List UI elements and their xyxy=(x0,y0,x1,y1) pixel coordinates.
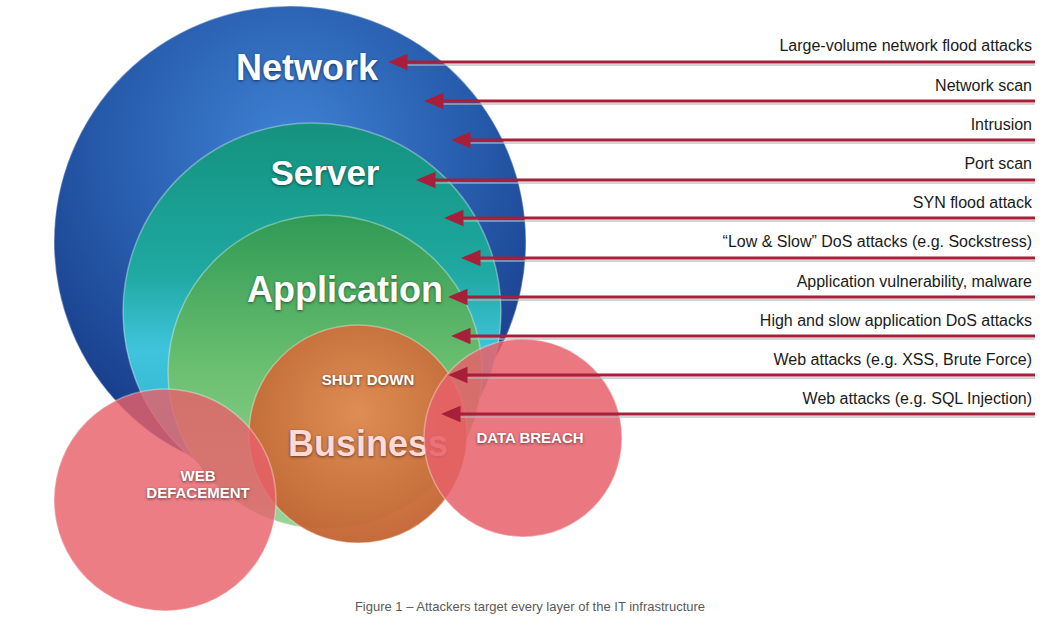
text-slot: WEB DEFACEMENT xyxy=(133,467,263,502)
leader-arrow xyxy=(458,217,1035,220)
arrow-head xyxy=(420,174,434,186)
circle-shape xyxy=(424,339,622,537)
label-slot: High and slow application DoS attacks xyxy=(760,311,1032,330)
leader-arrow xyxy=(455,413,1035,416)
attack-label: High and slow application DoS attacks xyxy=(760,311,1032,330)
leader-arrow xyxy=(402,61,1035,64)
attack-label: Web attacks (e.g. SQL Injection) xyxy=(803,389,1032,408)
label-slot: Web attacks (e.g. SQL Injection) xyxy=(803,389,1032,408)
layer-name: Application xyxy=(225,269,465,310)
arrow-head xyxy=(452,369,466,381)
caption-slot: Figure 1 – Attackers target every layer … xyxy=(0,597,1060,615)
arrow-head xyxy=(455,134,469,146)
layer-name: Network xyxy=(192,47,422,88)
text-slot: Network xyxy=(192,47,422,88)
attack-label: Network scan xyxy=(935,76,1032,95)
impact-label: SHUT DOWN xyxy=(318,371,418,388)
text-slot: SHUT DOWN xyxy=(318,371,418,388)
layer-name: Server xyxy=(220,153,430,193)
attack-label: “Low & Slow” DoS attacks (e.g. Sockstres… xyxy=(723,232,1032,251)
leader-arrow xyxy=(438,100,1035,103)
attack-label: SYN flood attack xyxy=(913,193,1032,212)
leader-arrow xyxy=(475,257,1035,260)
attack-label: Application vulnerability, malware xyxy=(797,272,1032,291)
circle-shape xyxy=(54,389,276,611)
leader-arrow xyxy=(462,296,1035,299)
impact-circle: WEB DEFACEMENT xyxy=(53,388,277,612)
impact-label: DATA BREACH xyxy=(475,429,585,446)
attack-label: Web attacks (e.g. XSS, Brute Force) xyxy=(774,350,1032,369)
impact-label: WEB DEFACEMENT xyxy=(133,467,263,502)
arrow-head xyxy=(455,330,469,342)
label-slot: “Low & Slow” DoS attacks (e.g. Sockstres… xyxy=(723,232,1032,251)
attack-label: Large-volume network flood attacks xyxy=(779,36,1032,55)
leader-arrow xyxy=(465,335,1035,338)
arrow-head xyxy=(428,95,442,107)
leader-arrow xyxy=(465,139,1035,142)
leader-shadows xyxy=(404,65,1035,417)
arrow-head xyxy=(465,252,479,264)
leader-arrow xyxy=(430,179,1035,182)
text-slot: Application xyxy=(225,269,465,310)
text-slot: Server xyxy=(220,153,430,193)
label-slot: Application vulnerability, malware xyxy=(797,272,1032,291)
arrow-head xyxy=(448,212,462,224)
leader-arrow xyxy=(462,374,1035,377)
figure-caption: Figure 1 – Attackers target every layer … xyxy=(355,599,705,614)
attack-label: Intrusion xyxy=(971,115,1032,134)
text-slot: DATA BREACH xyxy=(475,429,585,446)
arrow-head xyxy=(452,291,466,303)
label-slot: Network scan xyxy=(935,76,1032,95)
arrow-head xyxy=(392,56,406,68)
attack-label: Port scan xyxy=(964,154,1032,173)
label-slot: SYN flood attack xyxy=(913,193,1032,212)
arrow-head xyxy=(445,408,459,420)
label-slot: Port scan xyxy=(964,154,1032,173)
label-slot: Large-volume network flood attacks xyxy=(779,36,1032,55)
label-slot: Web attacks (e.g. XSS, Brute Force) xyxy=(774,350,1032,369)
impact-circle: DATA BREACH xyxy=(423,338,623,538)
label-slot: Intrusion xyxy=(971,115,1032,134)
